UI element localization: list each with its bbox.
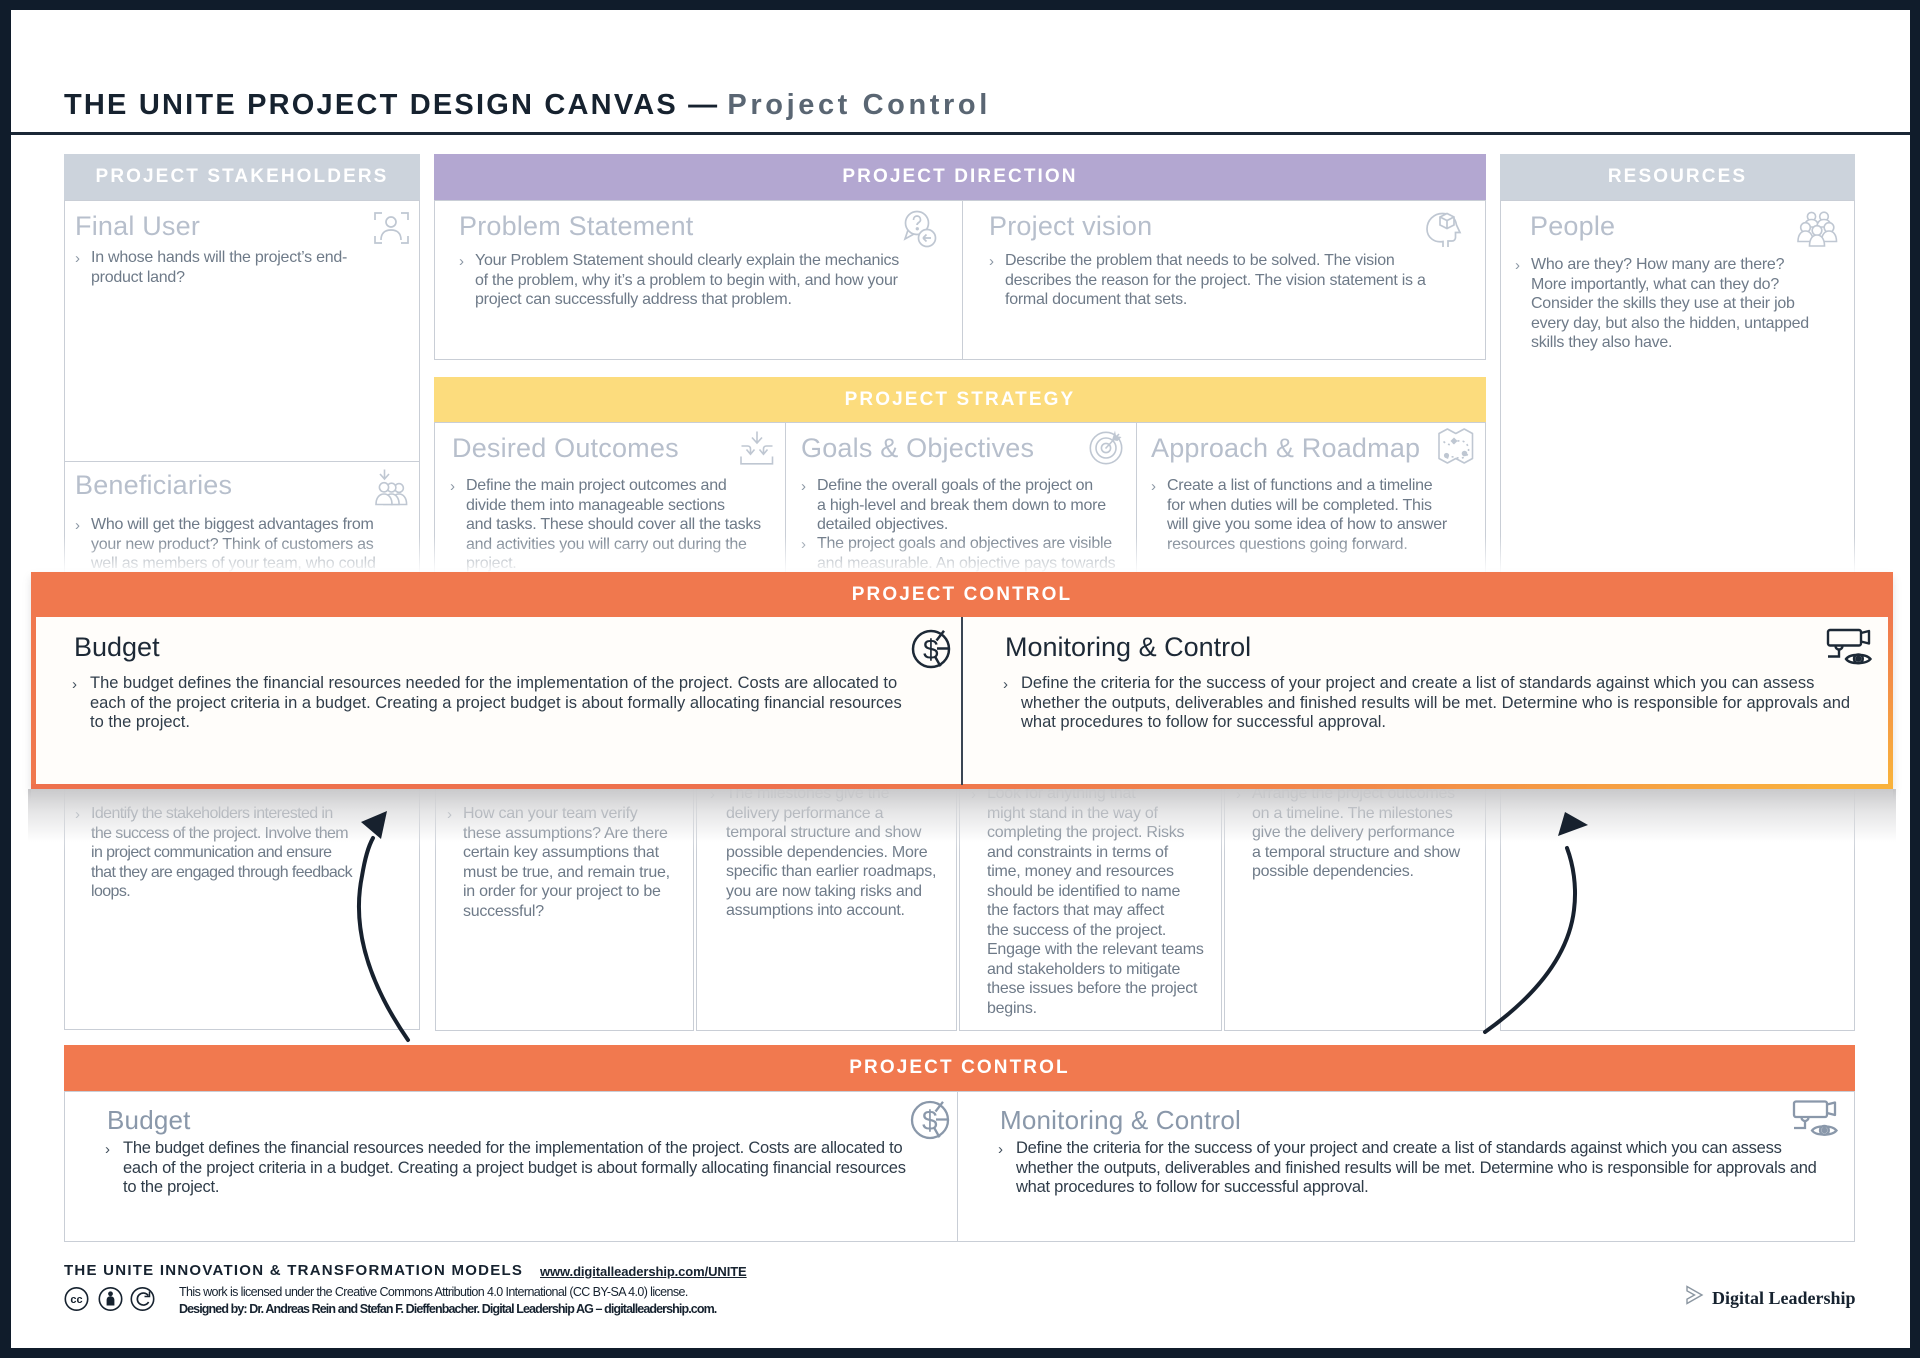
svg-text:$: $ [923,634,939,665]
svg-text:$: $ [922,1105,938,1136]
svg-text:cc: cc [70,1294,82,1306]
